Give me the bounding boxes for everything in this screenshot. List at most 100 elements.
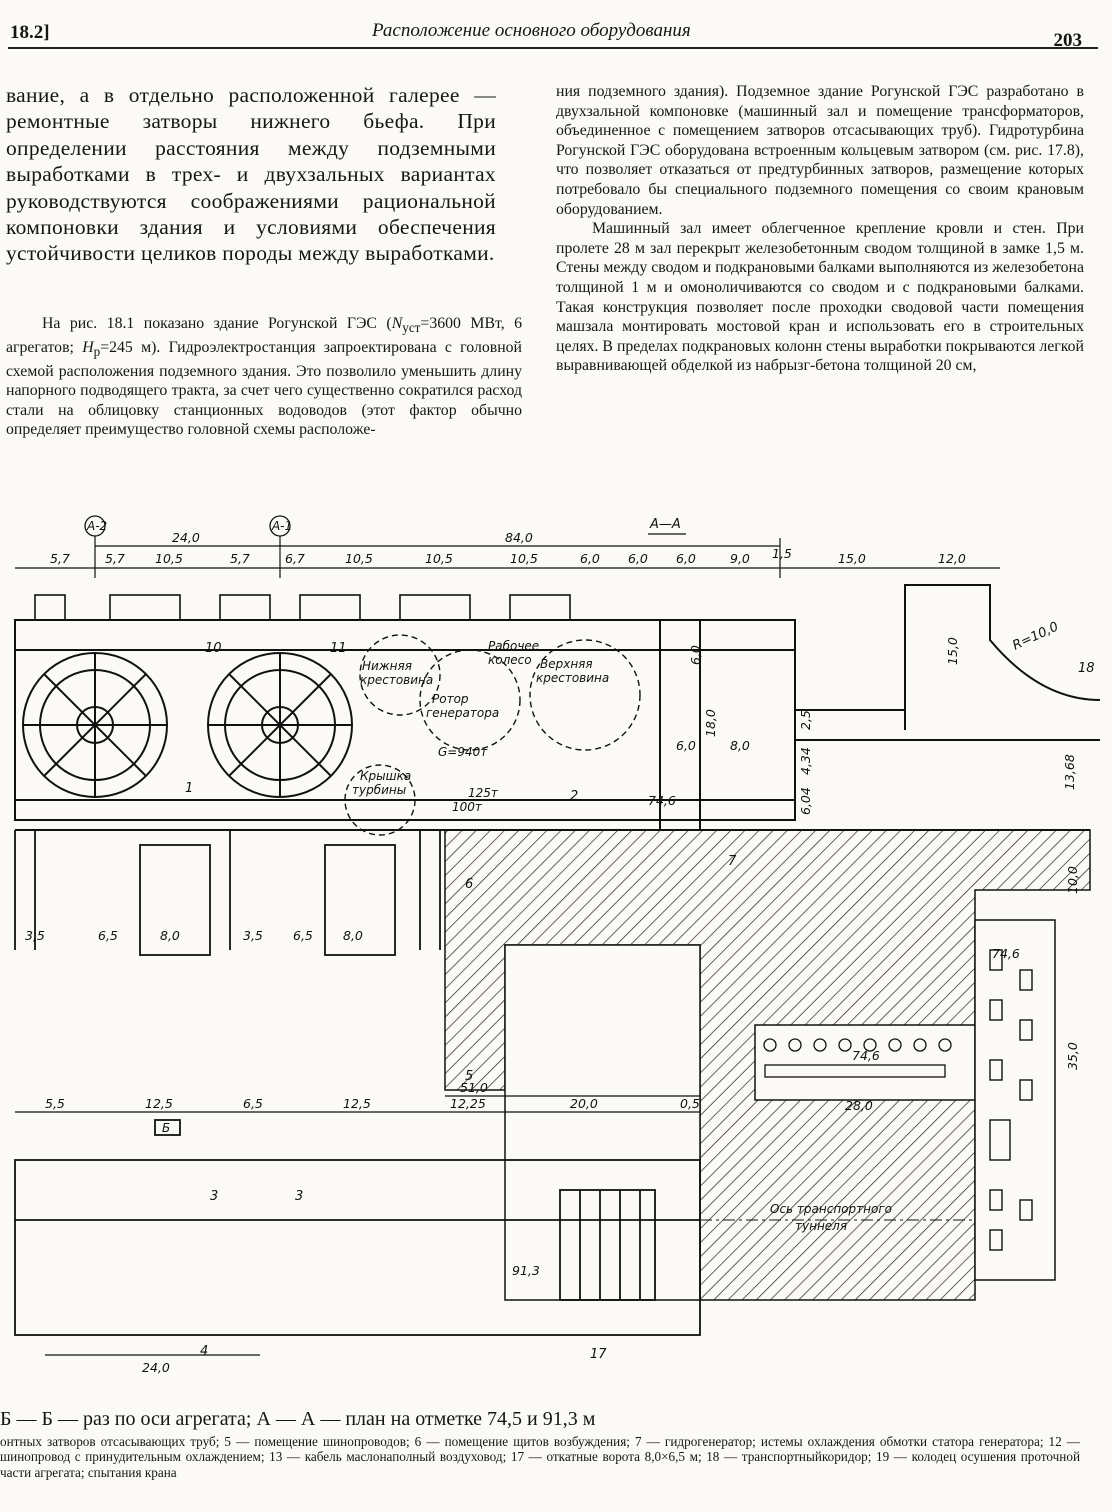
svg-text:8,0: 8,0 — [160, 928, 180, 943]
paragraph-two-hall: ния подземного здания). Подземное здание… — [556, 83, 1084, 218]
svg-text:3: 3 — [295, 1189, 303, 1204]
svg-text:125т: 125т — [468, 786, 499, 800]
svg-text:12,5: 12,5 — [343, 1096, 371, 1111]
axis-markers — [84, 515, 291, 537]
svg-text:колесо: колесо — [488, 653, 532, 667]
svg-text:5,7: 5,7 — [50, 551, 70, 566]
svg-text:6: 6 — [465, 877, 473, 892]
left-column-bottom: На рис. 18.1 показано здание Рогунской Г… — [6, 314, 522, 440]
transport-corridor — [795, 584, 1101, 741]
svg-text:8,0: 8,0 — [343, 928, 363, 943]
svg-text:10: 10 — [205, 641, 222, 656]
svg-text:20,0: 20,0 — [570, 1096, 598, 1111]
svg-text:4: 4 — [200, 1344, 208, 1359]
svg-text:6,0: 6,0 — [676, 551, 696, 566]
dim-28: 28,0 — [845, 1098, 873, 1113]
section-b-mark: Б — [162, 1121, 170, 1135]
svg-text:12,5: 12,5 — [145, 1096, 173, 1111]
generator-unit-1 — [22, 652, 168, 798]
svg-text:100т: 100т — [452, 800, 483, 814]
top-dimension-lines — [15, 530, 1000, 578]
dim-24: 24,0 — [172, 530, 200, 545]
svg-text:Нижняя: Нижняя — [362, 659, 412, 673]
svg-text:3,5: 3,5 — [25, 928, 45, 943]
running-title: Расположение основного оборудования — [372, 20, 691, 41]
svg-text:10,5: 10,5 — [155, 551, 183, 566]
dim-35-vertical: 35,0 — [1065, 1042, 1080, 1070]
dim-51: 51,0 — [460, 1080, 488, 1095]
radius-label: R=10,0 — [1010, 619, 1061, 653]
svg-text:крестовина: крестовина — [360, 673, 433, 687]
svg-text:5,7: 5,7 — [105, 551, 125, 566]
header-rule — [8, 47, 1098, 49]
section-number: 18.2] — [10, 22, 50, 43]
section-aa-label: А—А — [649, 517, 681, 532]
svg-text:10,5: 10,5 — [345, 551, 373, 566]
svg-text:6,7: 6,7 — [285, 551, 305, 566]
dim-84: 84,0 — [505, 530, 533, 545]
level-mark-4: 91,3 — [512, 1263, 540, 1278]
svg-text:Ротор: Ротор — [432, 692, 469, 706]
svg-text:11: 11 — [330, 641, 347, 656]
svg-text:9,0: 9,0 — [730, 551, 750, 566]
svg-text:2: 2 — [570, 789, 578, 804]
svg-text:генератора: генератора — [426, 706, 499, 720]
figure-caption-legend: онтных затворов отсасывающих труб; 5 — п… — [0, 1434, 1080, 1480]
paragraph-galleries: вание, а в отдельно расположенной галере… — [6, 83, 496, 266]
svg-text:крестовина: крестовина — [536, 671, 609, 685]
dim-6-vertical: 6,0 — [688, 645, 703, 665]
excitation-rooms — [14, 830, 441, 956]
tunnel-axis-label-2: туннеля — [795, 1219, 847, 1233]
callout-numbers: 1 2 3 3 4 5 6 7 10 11 17 18 — [185, 641, 1095, 1362]
level-mark-2: 74,6 — [852, 1048, 880, 1063]
left-column-top: вание, а в отдельно расположенной галере… — [6, 82, 496, 267]
dim-18-vertical: 18,0 — [703, 709, 718, 737]
axis-mark-a2: А-2 — [86, 519, 107, 533]
dim-15-vertical: 15,0 — [945, 637, 960, 665]
svg-text:12,0: 12,0 — [938, 551, 966, 566]
dim-24-bottom: 24,0 — [142, 1360, 170, 1375]
assembly-area — [344, 634, 641, 836]
svg-text:0,5: 0,5 — [680, 1096, 700, 1111]
svg-text:турбины: турбины — [352, 783, 406, 797]
row-dims-1: 3,5 6,5 8,0 3,5 6,5 8,0 — [25, 928, 363, 943]
svg-text:5: 5 — [465, 1069, 473, 1084]
svg-text:G=940т: G=940т — [438, 745, 488, 759]
transformer-row — [763, 1038, 952, 1078]
transformer-hall — [14, 1119, 701, 1336]
dim-6-mid: 6,0 — [676, 738, 696, 753]
plan-drawing: А-2 А-1 24,0 84,0 А—А 5,7 5,7 10,5 5,7 6… — [14, 515, 1101, 1375]
equipment-labels: Нижняя крестовина Рабочее колесо Верхняя… — [352, 639, 609, 814]
svg-text:12,25: 12,25 — [450, 1096, 486, 1111]
dim-4-34: 4,34 — [798, 747, 813, 775]
svg-text:6,5: 6,5 — [243, 1096, 263, 1111]
svg-text:6,0: 6,0 — [580, 551, 600, 566]
gallery-boxes — [989, 949, 1033, 1251]
axis-mark-a1: А-1 — [271, 519, 292, 533]
svg-text:5,7: 5,7 — [230, 551, 250, 566]
svg-text:Верхняя: Верхняя — [540, 657, 593, 671]
svg-text:6,0: 6,0 — [628, 551, 648, 566]
svg-text:Крышка: Крышка — [360, 769, 411, 783]
upper-bays — [34, 594, 571, 621]
dim-8-mid: 8,0 — [730, 738, 750, 753]
row-dims-2: 5,5 12,5 6,5 12,5 12,25 20,0 0,5 — [45, 1096, 700, 1111]
svg-text:15,0: 15,0 — [838, 551, 866, 566]
svg-text:10,5: 10,5 — [510, 551, 538, 566]
generator-unit-2 — [207, 652, 353, 798]
svg-text:5,5: 5,5 — [45, 1096, 65, 1111]
svg-text:1,5: 1,5 — [772, 546, 792, 561]
dim-10-vertical: 10,0 — [1065, 866, 1080, 894]
svg-text:1: 1 — [185, 781, 193, 796]
top-dimension-values: 5,7 5,7 10,5 5,7 6,7 10,5 10,5 10,5 6,0 … — [50, 546, 966, 566]
svg-text:7: 7 — [728, 854, 737, 869]
svg-text:Рабочее: Рабочее — [488, 639, 539, 653]
svg-text:18: 18 — [1078, 661, 1095, 676]
svg-text:3,5: 3,5 — [243, 928, 263, 943]
page-number: 203 — [1053, 30, 1083, 51]
svg-text:6,5: 6,5 — [293, 928, 313, 943]
paragraph-machine-hall: Машинный зал имеет облегченное крепление… — [556, 220, 1084, 375]
figure-caption-title: Б — Б — раз по оси агрегата; А — А — пла… — [0, 1408, 596, 1430]
level-mark-3: 74,6 — [992, 946, 1020, 961]
svg-text:6,5: 6,5 — [98, 928, 118, 943]
